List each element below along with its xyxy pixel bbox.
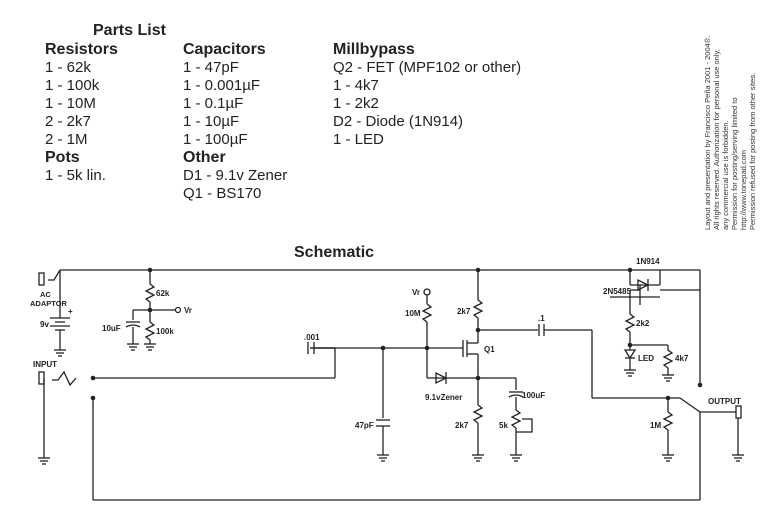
label-2k7b: 2k7 (455, 421, 469, 430)
parts-item: 1 - 2k2 (333, 95, 379, 112)
resistors-heading: Resistors (45, 41, 118, 58)
label-plus: + (68, 307, 73, 316)
millbypass-heading: Millbypass (333, 41, 415, 58)
label-q1: Q1 (484, 345, 495, 354)
pots-heading: Pots (45, 149, 80, 166)
parts-item: Q2 - FET (MPF102 or other) (333, 59, 522, 76)
parts-item: 1 - LED (333, 131, 384, 148)
label-input: INPUT (33, 360, 57, 369)
label-100uf: 100uF (522, 391, 545, 400)
label-62k: 62k (156, 289, 170, 298)
capacitors-heading: Capacitors (183, 41, 266, 58)
label-vr1: Vr (184, 306, 192, 315)
label-ac: AC (40, 290, 51, 299)
parts-item: Q1 - BS170 (183, 185, 262, 202)
label-1n914: 1N914 (636, 257, 660, 266)
parts-item: 1 - 4k7 (333, 77, 379, 94)
parts-item: 1 - 62k (45, 59, 91, 76)
parts-item: 1 - 10M (45, 95, 96, 112)
label-2k2: 2k2 (636, 319, 650, 328)
label-2k7a: 2k7 (457, 307, 471, 316)
parts-list-title: Parts List (93, 22, 166, 39)
parts-item: 1 - 5k lin. (45, 167, 106, 184)
parts-item: 1 - 100k (45, 77, 100, 94)
parts-item: 1 - 47pF (183, 59, 239, 76)
label-10m: 10M (405, 309, 421, 318)
label-100k: 100k (156, 327, 174, 336)
label-output: OUTPUT (708, 397, 741, 406)
label-5k: 5k (499, 421, 508, 430)
label-001: .001 (304, 333, 320, 342)
parts-item: 1 - 100µF (183, 131, 248, 148)
parts-item: 2 - 2k7 (45, 113, 91, 130)
millbypass-column: Millbypass Q2 - FET (MPF102 or other) 1 … (333, 41, 521, 149)
label-47pf: 47pF (355, 421, 374, 430)
parts-item: 1 - 0.1µF (183, 95, 244, 112)
label-9v: 9v (40, 320, 49, 329)
parts-item: D1 - 9.1v Zener (183, 167, 288, 184)
other-heading: Other (183, 149, 226, 166)
resistors-column: Resistors 1 - 62k 1 - 100k 1 - 10M 2 - 2… (45, 41, 118, 185)
label-4k7: 4k7 (675, 354, 689, 363)
parts-item: D2 - Diode (1N914) (333, 113, 464, 130)
schematic-title: Schematic (294, 244, 375, 261)
label-1m: 1M (650, 421, 661, 430)
label-adaptor: ADAPTOR (30, 299, 68, 308)
label-led: LED (638, 354, 654, 363)
label-01: .1 (538, 314, 545, 323)
label-10uf: 10uF (102, 324, 121, 333)
parts-item: 1 - 0.001µF (183, 77, 261, 94)
label-2n5485: 2N5485 (603, 287, 632, 296)
label-zener: 9.1vZener (425, 393, 462, 402)
parts-item: 1 - 10µF (183, 113, 240, 130)
label-vr2: Vr (412, 288, 420, 297)
capacitors-column: Capacitors 1 - 47pF 1 - 0.001µF 1 - 0.1µ… (183, 41, 287, 203)
parts-item: 2 - 1M (45, 131, 88, 148)
